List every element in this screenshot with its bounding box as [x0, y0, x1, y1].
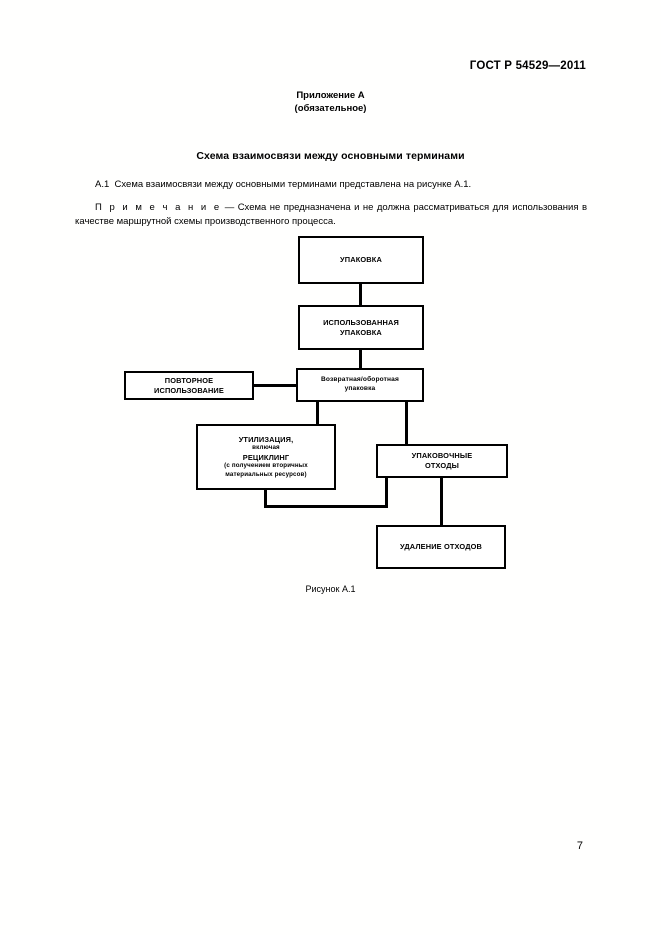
node-packwaste-line-2: ОТХОДЫ — [424, 461, 460, 470]
connector-used-to-returnable — [359, 350, 362, 368]
connector-reuse-to-returnable — [254, 384, 298, 387]
page-title: Схема взаимосвязи между основными термин… — [196, 150, 465, 162]
note-text: Схема не предназначена и не должна рассм… — [75, 202, 587, 227]
figure-caption: Рисунок А.1 — [305, 584, 356, 594]
node-utilization-recycling: УТИЛИЗАЦИЯ, включая РЕЦИКЛИНГ (с получен… — [196, 424, 336, 490]
node-returnable-line-1: Возвратная/оборотная — [320, 376, 400, 384]
note-dash: — — [224, 202, 235, 213]
relationship-flowchart: УПАКОВКА ИСПОЛЬЗОВАННАЯ УПАКОВКА Возврат… — [124, 236, 508, 594]
note-label: П р и м е ч а н и е — [95, 202, 222, 213]
node-utilization-line-5: материальных ресурсов) — [225, 470, 307, 478]
appendix-status: (обязательное) — [294, 103, 367, 114]
connector-returnable-to-utilization-vert — [316, 402, 319, 424]
node-packaging: УПАКОВКА — [298, 236, 424, 284]
connector-packaging-to-used — [359, 284, 362, 305]
node-packaging-waste: УПАКОВОЧНЫЕ ОТХОДЫ — [376, 444, 508, 478]
node-utilization-line-3: РЕЦИКЛИНГ — [242, 452, 290, 462]
node-returnable-line-2: упаковка — [344, 385, 376, 392]
standard-number-header: ГОСТ Р 54529—2011 — [469, 60, 586, 72]
node-waste-disposal: УДАЛЕНИЕ ОТХОДОВ — [376, 525, 506, 569]
appendix-heading: Приложение А (обязательное) — [0, 89, 661, 115]
connector-utilization-to-packwaste-horiz — [264, 505, 388, 508]
clause-text: Схема взаимосвязи между основными термин… — [114, 179, 472, 190]
node-reuse-line-1: ПОВТОРНОЕ — [164, 375, 214, 385]
node-used-line-1: ИСПОЛЬЗОВАННАЯ — [323, 317, 399, 327]
node-reuse-line-2: ИСПОЛЬЗОВАНИЕ — [154, 385, 224, 395]
page-number: 7 — [576, 840, 583, 852]
note-paragraph: П р и м е ч а н и е — Схема не предназна… — [75, 201, 587, 229]
clause-number: А.1 — [95, 179, 110, 190]
node-reuse: ПОВТОРНОЕ ИСПОЛЬЗОВАНИЕ — [124, 371, 254, 400]
appendix-label: Приложение А — [296, 90, 365, 101]
clause-paragraph: А.1 Схема взаимосвязи между основными те… — [75, 178, 587, 192]
node-utilization-line-4: (с получением вторичных — [224, 462, 308, 470]
connector-returnable-to-packwaste-vert — [405, 402, 408, 444]
node-utilization-line-1: УТИЛИЗАЦИЯ, — [238, 434, 294, 444]
connector-packwaste-down-left-vert — [385, 478, 388, 508]
connector-utilization-bottom-vert — [264, 490, 267, 508]
node-packaging-line-1: УПАКОВКА — [340, 255, 382, 265]
node-used-packaging: ИСПОЛЬЗОВАННАЯ УПАКОВКА — [298, 305, 424, 350]
node-disposal-line-1: УДАЛЕНИЕ ОТХОДОВ — [399, 542, 483, 552]
node-packwaste-line-1: УПАКОВОЧНЫЕ — [411, 451, 473, 461]
node-used-line-2: УПАКОВКА — [340, 327, 382, 337]
node-utilization-line-2: включая — [252, 444, 280, 452]
connector-packwaste-to-disposal — [440, 478, 443, 525]
node-returnable-packaging: Возвратная/оборотная упаковка — [296, 368, 424, 402]
